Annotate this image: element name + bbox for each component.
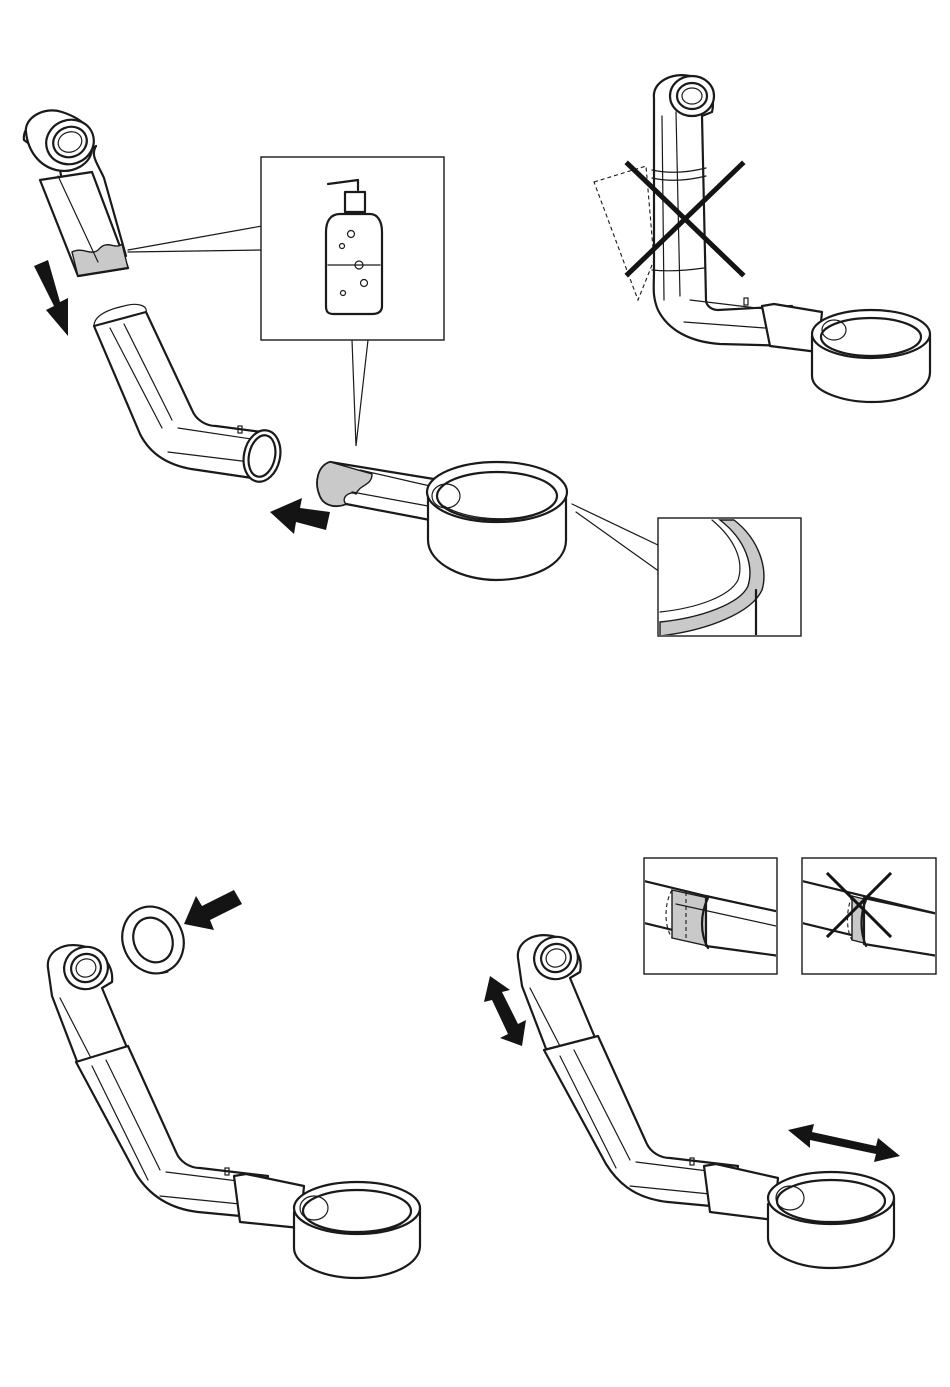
assembled-pipe-wrong bbox=[652, 75, 930, 402]
washer-ring bbox=[111, 897, 194, 984]
trap-cup-lubricated bbox=[317, 462, 567, 580]
down-left-arrow bbox=[184, 890, 242, 930]
callout-seal-detail bbox=[658, 518, 801, 640]
inset-joint-correct bbox=[640, 858, 780, 974]
inset-joint-incorrect bbox=[798, 858, 938, 974]
assembled-pipe-adjust-step bbox=[518, 931, 894, 1268]
step-adjust bbox=[484, 858, 938, 1268]
left-insert-arrow bbox=[270, 498, 330, 534]
double-headed-horizontal-arrow bbox=[788, 1124, 900, 1162]
down-left-insert-arrow bbox=[34, 260, 68, 336]
tail-pipe-lubricated bbox=[24, 110, 128, 276]
step-add-washer bbox=[48, 890, 420, 1278]
bent-elbow-pipe bbox=[94, 304, 285, 485]
step-wrong-assembly bbox=[594, 75, 930, 402]
assembled-pipe-washer-step bbox=[48, 941, 420, 1278]
callout-soap-bottle bbox=[261, 157, 444, 446]
dashed-misaligned-pipe bbox=[594, 166, 654, 300]
double-headed-vertical-arrow bbox=[484, 976, 526, 1046]
